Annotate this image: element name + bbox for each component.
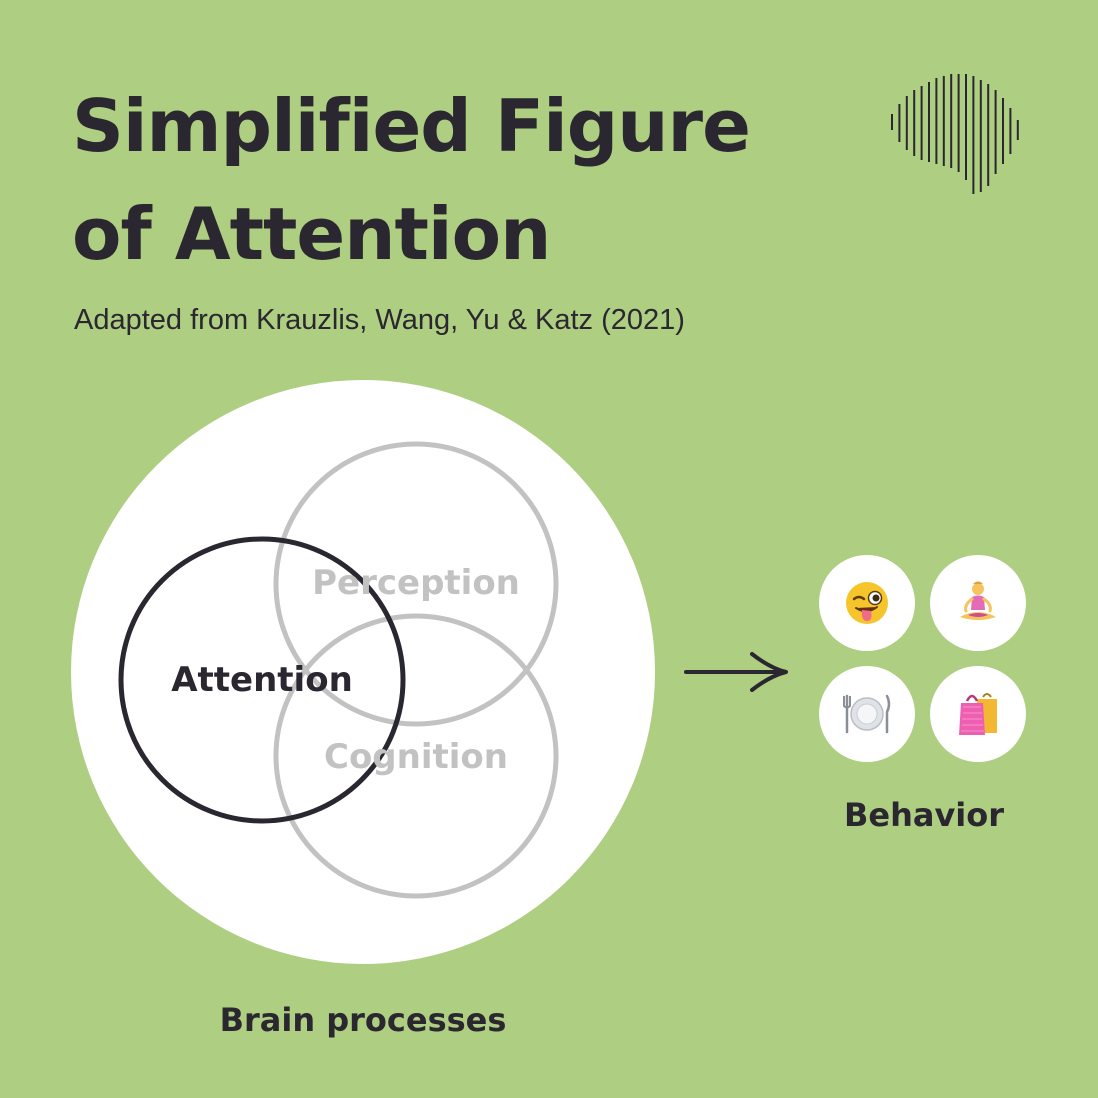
page-title: Simplified Figure of Attention (72, 72, 751, 288)
behavior-item-wink (819, 555, 915, 651)
source-citation: Adapted from Krauzlis, Wang, Yu & Katz (… (74, 304, 685, 336)
behavior-item-meditate (930, 555, 1026, 651)
perception-circle (273, 441, 559, 727)
brain-soundwave-icon (891, 74, 1019, 194)
behavior-item-shop (930, 666, 1026, 762)
arrow-right-icon (684, 652, 788, 692)
perception-label: Perception (312, 563, 520, 603)
title-line-2: of Attention (72, 192, 551, 276)
winking-face-tongue-icon (846, 582, 888, 624)
behavior-label: Behavior (844, 796, 1004, 834)
title-line-1: Simplified Figure (72, 84, 751, 168)
attention-circle (118, 536, 406, 824)
shopping-bags-icon (959, 693, 997, 735)
brain-processes-label: Brain processes (220, 1001, 507, 1039)
fork-knife-plate-icon (843, 694, 891, 734)
brain-processes-region (71, 380, 655, 964)
cognition-circle (273, 613, 559, 899)
cognition-label: Cognition (324, 737, 508, 777)
attention-label: Attention (171, 660, 353, 700)
behavior-item-eat (819, 666, 915, 762)
person-meditating-icon (960, 581, 996, 620)
